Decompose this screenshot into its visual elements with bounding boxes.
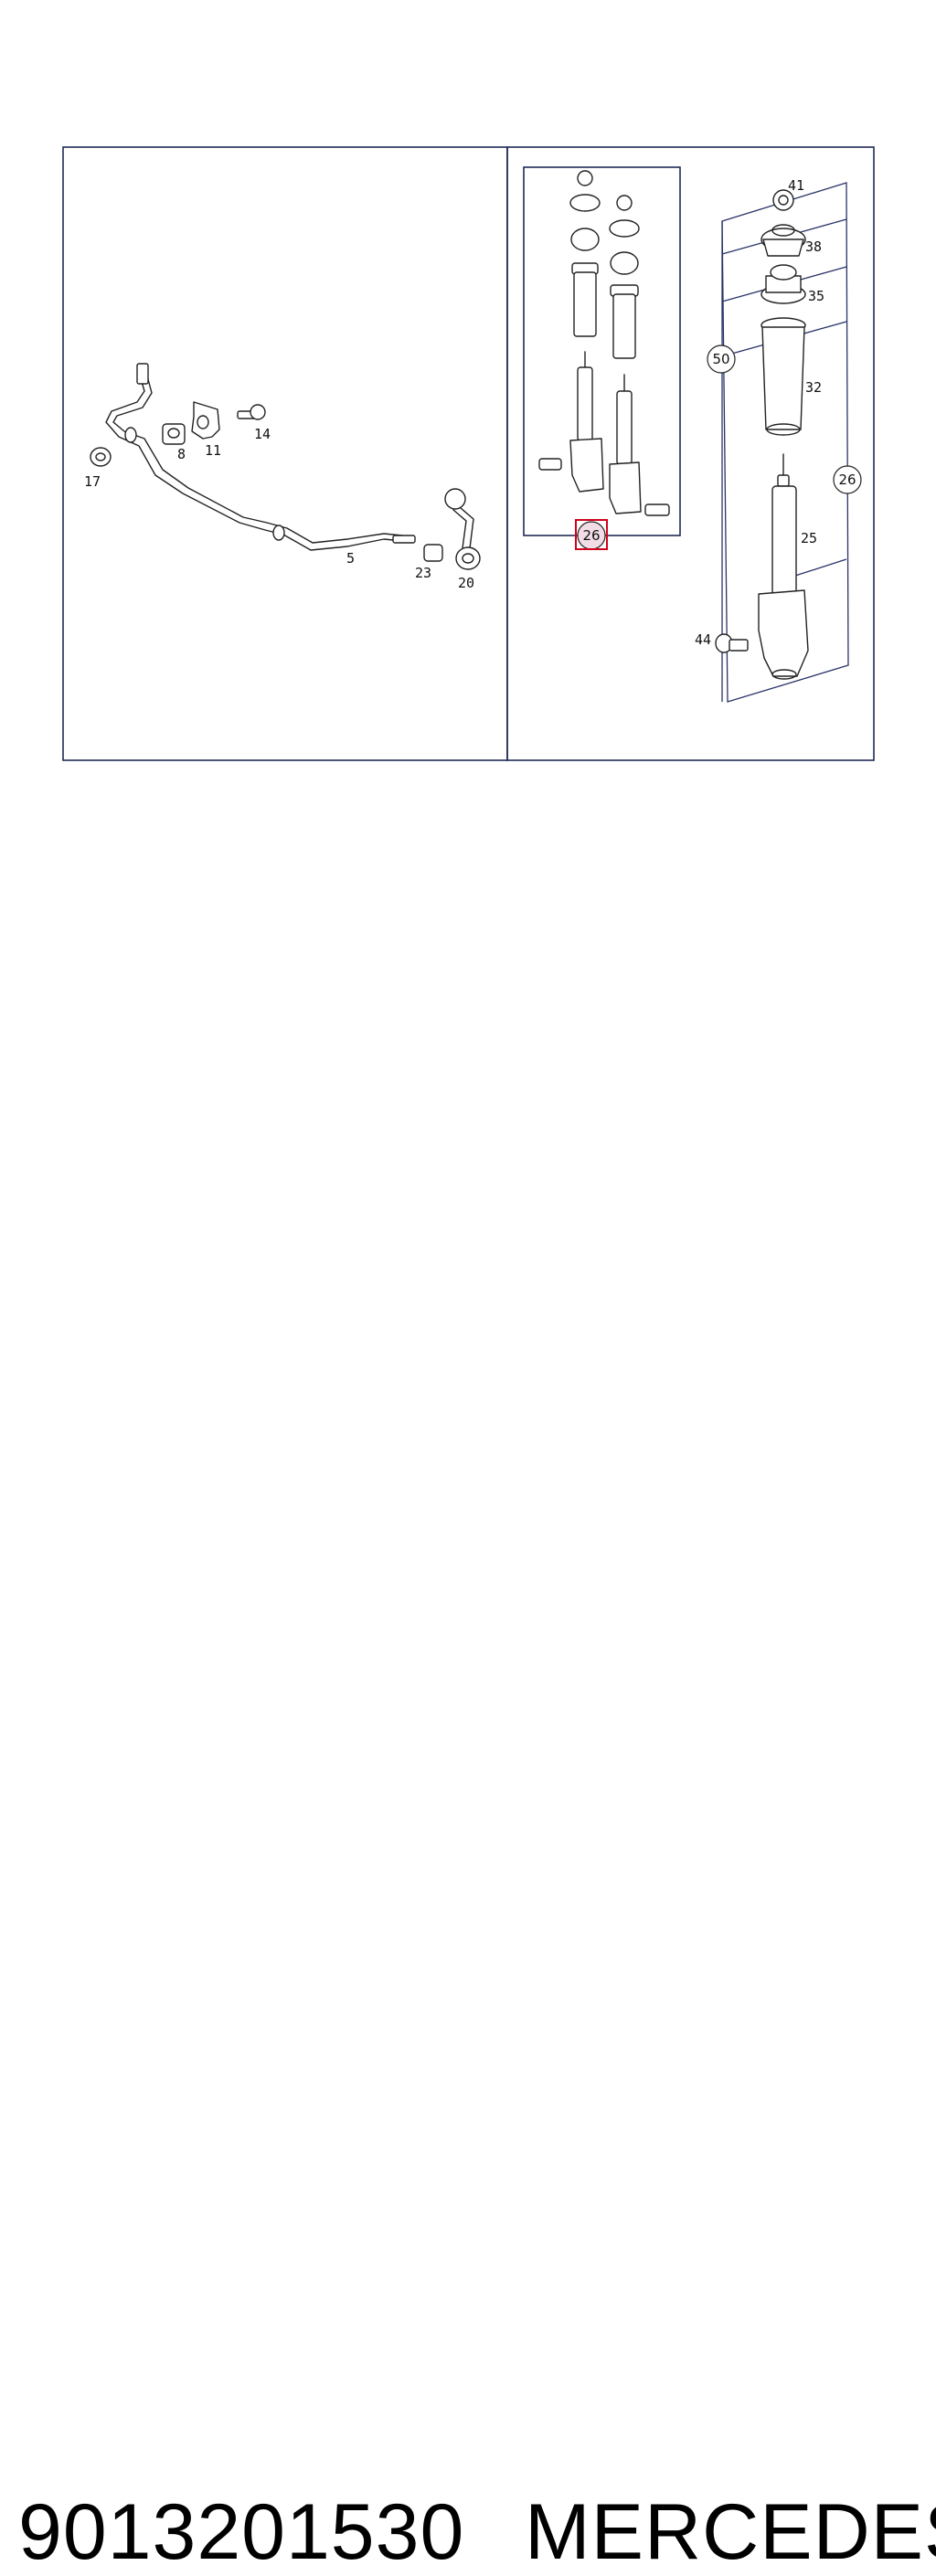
mount-38 <box>760 224 806 257</box>
callout-44: 44 <box>695 631 711 648</box>
svg-text:50: 50 <box>712 351 729 367</box>
dust-boot-32 <box>760 317 806 436</box>
callout-38: 38 <box>805 239 822 255</box>
right-panel-frame <box>506 146 875 761</box>
caption: 9013201530 MERCEDES <box>0 1243 936 2571</box>
callout-25: 25 <box>801 530 817 546</box>
callout-17: 17 <box>84 473 101 490</box>
shock-group-right <box>609 195 670 516</box>
svg-text:26: 26 <box>582 527 600 544</box>
callout-20: 20 <box>458 575 474 591</box>
bracket-11 <box>191 401 220 440</box>
callout-35: 35 <box>808 288 824 304</box>
link-20 <box>444 488 481 570</box>
brand-name: MERCEDES <box>525 2488 936 2576</box>
bolt-14 <box>237 404 266 420</box>
highlighted-callout-26[interactable]: 26 <box>575 519 608 550</box>
bump-stop-35 <box>760 264 806 304</box>
bolt-44 <box>715 633 749 653</box>
nut-17 <box>90 447 112 467</box>
nut-41 <box>772 189 794 211</box>
callout-41: 41 <box>788 177 804 194</box>
callout-8: 8 <box>177 446 186 462</box>
part-number: 9013201530 <box>18 2488 465 2576</box>
shock-absorber-25 <box>758 453 809 680</box>
shock-group-left <box>538 170 604 493</box>
stabilizer-bar <box>105 363 416 551</box>
callout-5: 5 <box>346 550 355 567</box>
left-panel-frame <box>62 146 508 761</box>
callout-32: 32 <box>805 379 822 396</box>
parts-diagram: 17 8 11 14 5 23 20 26 <box>62 146 875 761</box>
bushing-8 <box>162 423 186 445</box>
callout-14: 14 <box>254 426 271 442</box>
bushing-23 <box>423 544 443 562</box>
svg-text:26: 26 <box>838 472 856 488</box>
callout-23: 23 <box>415 565 431 581</box>
callout-11: 11 <box>205 442 221 459</box>
callout-26-assembly: 26 <box>833 465 862 494</box>
callout-50: 50 <box>707 345 736 374</box>
